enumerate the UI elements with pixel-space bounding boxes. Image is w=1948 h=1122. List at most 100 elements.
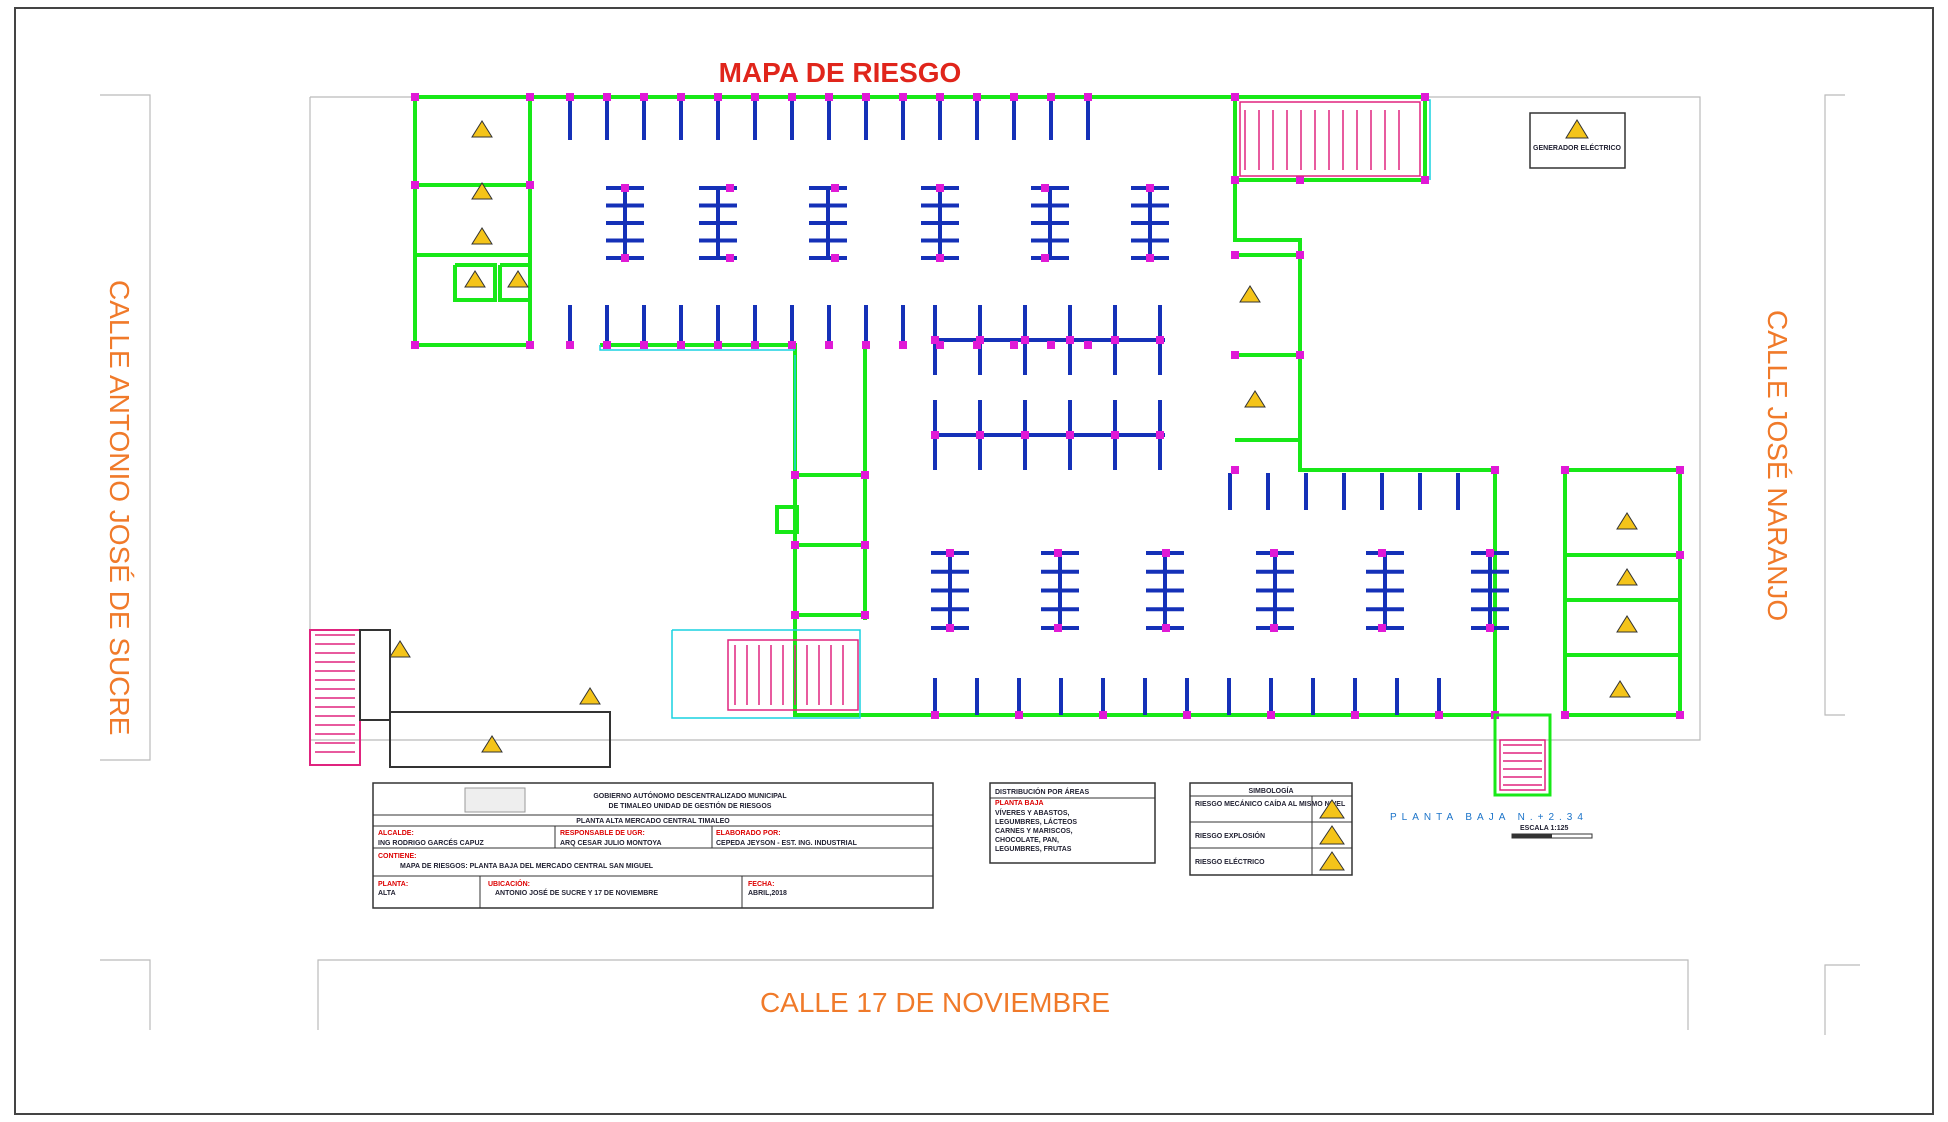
column-marker (831, 184, 839, 192)
tb-mayor: ING RODRIGO GARCÉS CAPUZ (378, 838, 485, 847)
tb-floor: ALTA (378, 890, 396, 897)
tb-institution-1: GOBIERNO AUTÓNOMO DESCENTRALIZADO MUNICI… (593, 791, 787, 800)
drawing-frame (14, 7, 1934, 1115)
warning-triangle-icon (471, 120, 493, 138)
structural-columns (411, 93, 1684, 719)
outer-lines (599, 99, 1431, 719)
column-marker (1146, 254, 1154, 262)
street-left-label: CALLE ANTONIO JOSÉ DE SUCRE (104, 280, 135, 735)
column-marker (1491, 466, 1499, 474)
stairs-bottom-left (309, 629, 611, 768)
tb-author: CEPEDA JEYSON - EST. ING. INDUSTRIAL (716, 840, 858, 847)
column-marker (973, 93, 981, 101)
stair-treads (315, 110, 1542, 786)
street-boundaries (100, 94, 1860, 1035)
column-marker (526, 341, 534, 349)
column-marker (1486, 624, 1494, 632)
column-marker (640, 93, 648, 101)
column-marker (931, 711, 939, 719)
tb-institution-2: DE TIMALEO UNIDAD DE GESTIÓN DE RIESGOS (609, 801, 772, 810)
column-marker (1111, 336, 1119, 344)
legend-item-explosion: RIESGO EXPLOSIÓN (1195, 831, 1265, 840)
column-marker (1421, 176, 1429, 184)
column-marker (566, 341, 574, 349)
warning-triangle-icon (1244, 390, 1266, 408)
column-marker (1156, 431, 1164, 439)
warning-triangle-icon (471, 182, 493, 200)
warning-triangle-icon (389, 640, 411, 658)
column-marker (1041, 254, 1049, 262)
tb-location-label: UBICACIÓN: (488, 879, 530, 888)
column-marker (411, 93, 419, 101)
column-marker (831, 254, 839, 262)
areas-line: LEGUMBRES, FRUTAS (995, 846, 1072, 853)
warning-triangle-icon (1616, 615, 1638, 633)
tb-responsible-label: RESPONSABLE DE UGR: (560, 830, 645, 837)
column-marker (1047, 341, 1055, 349)
areas-line: LEGUMBRES, LÁCTEOS (995, 817, 1077, 826)
column-marker (621, 254, 629, 262)
column-marker (791, 541, 799, 549)
column-marker (1054, 549, 1062, 557)
warning-triangle-icon (579, 687, 601, 705)
column-marker (1183, 711, 1191, 719)
explosion-triangle-icon (1319, 825, 1345, 845)
column-marker (1010, 93, 1018, 101)
stairs-top-right (1239, 101, 1421, 177)
column-marker (1435, 711, 1443, 719)
column-marker (1021, 431, 1029, 439)
column-marker (1111, 431, 1119, 439)
areas-heading: DISTRIBUCIÓN POR ÁREAS (995, 787, 1089, 796)
column-marker (899, 341, 907, 349)
column-marker (1676, 466, 1684, 474)
stairs-bottom-center (727, 639, 859, 711)
tb-floor-label: PLANTA: (378, 881, 408, 888)
warning-triangle-icon (464, 270, 486, 288)
column-marker (862, 341, 870, 349)
column-marker (825, 93, 833, 101)
tb-location: ANTONIO JOSÉ DE SUCRE Y 17 DE NOVIEMBRE (495, 888, 658, 897)
column-marker (1047, 93, 1055, 101)
legend-item-electric: RIESGO ELÉCTRICO (1195, 857, 1265, 866)
column-marker (1267, 711, 1275, 719)
areas-line: CARNES Y MARISCOS, (995, 828, 1073, 835)
column-marker (788, 341, 796, 349)
column-marker (1010, 341, 1018, 349)
column-marker (1066, 431, 1074, 439)
column-marker (861, 541, 869, 549)
column-marker (1162, 549, 1170, 557)
column-marker (1231, 466, 1239, 474)
column-marker (603, 93, 611, 101)
scale-label: ESCALA 1:125 (1520, 825, 1568, 832)
column-marker (1486, 549, 1494, 557)
column-marker (640, 341, 648, 349)
areas-box: DISTRIBUCIÓN POR ÁREAS PLANTA BAJA VÍVER… (989, 782, 1156, 864)
column-marker (936, 341, 944, 349)
legend-heading: SIMBOLOGÍA (1248, 786, 1293, 795)
column-marker (677, 93, 685, 101)
column-marker (1421, 93, 1429, 101)
column-marker (1296, 251, 1304, 259)
column-marker (976, 431, 984, 439)
column-marker (411, 181, 419, 189)
column-marker (1162, 624, 1170, 632)
column-marker (973, 341, 981, 349)
column-marker (936, 93, 944, 101)
column-marker (946, 549, 954, 557)
warning-triangle-icon (1239, 285, 1261, 303)
column-marker (726, 184, 734, 192)
column-marker (1296, 176, 1304, 184)
column-marker (566, 93, 574, 101)
column-marker (1561, 711, 1569, 719)
column-marker (861, 611, 869, 619)
column-marker (1676, 551, 1684, 559)
generator-box: GENERADOR ELÉCTRICO (1529, 112, 1626, 169)
warning-triangle-icon (471, 227, 493, 245)
column-marker (603, 341, 611, 349)
market-stalls (568, 100, 1509, 715)
column-marker (791, 471, 799, 479)
warning-signs (389, 120, 1638, 753)
street-bottom-label: CALLE 17 DE NOVIEMBRE (760, 987, 1110, 1018)
warning-triangle-icon (507, 270, 529, 288)
street-right-label: CALLE JOSÉ NARANJO (1762, 310, 1793, 621)
